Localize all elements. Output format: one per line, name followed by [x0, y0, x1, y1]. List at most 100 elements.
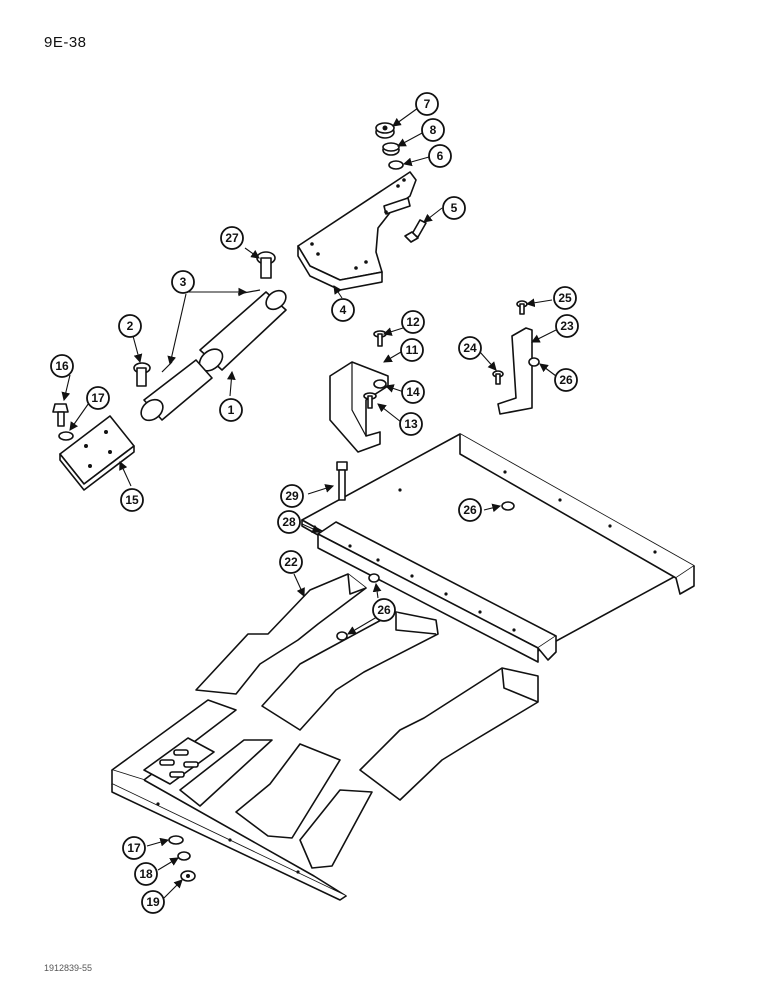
nut-part: [180, 870, 196, 882]
callout-circle: [141, 890, 165, 914]
mounting-plate-part: [59, 415, 135, 491]
nut-part: [528, 357, 540, 367]
callout-number: 26: [559, 373, 573, 387]
nut-part: [375, 122, 395, 139]
angle-bar-part: [317, 521, 557, 663]
callout-1: 1: [219, 398, 243, 422]
callout-number: 26: [377, 603, 391, 617]
callout-number: 6: [437, 149, 444, 163]
leader-lines: [61, 107, 557, 899]
nut-part: [336, 631, 348, 641]
callout-6: 6: [428, 144, 452, 168]
callout-number: 1: [228, 403, 235, 417]
callout-number: 15: [125, 493, 139, 507]
callout-2: 2: [118, 314, 142, 338]
callout-5: 5: [442, 196, 466, 220]
washer-part: [58, 431, 74, 441]
callout-4: 4: [331, 298, 355, 322]
callout-circle: [86, 386, 110, 410]
callout-17: 17: [86, 386, 110, 410]
callout-11: 11: [400, 338, 424, 362]
callout-circle: [553, 286, 577, 310]
callout-19: 19: [141, 890, 165, 914]
lower-frame-rails-part: [111, 573, 539, 901]
callout-circle: [458, 498, 482, 522]
pin-part: [133, 362, 151, 387]
callout-circle: [442, 196, 466, 220]
callout-14: 14: [401, 380, 425, 404]
bolt-part: [363, 392, 377, 409]
callout-number: 7: [424, 97, 431, 111]
screw-part: [373, 330, 387, 347]
callout-number: 27: [225, 231, 239, 245]
callout-number: 13: [404, 417, 418, 431]
callout-16: 16: [50, 354, 74, 378]
callout-number: 26: [463, 503, 477, 517]
callout-number: 18: [139, 867, 153, 881]
callout-12: 12: [401, 310, 425, 334]
callout-29: 29: [280, 484, 304, 508]
callout-17: 17: [122, 836, 146, 860]
callout-22: 22: [279, 550, 303, 574]
page-reference: 9E-38: [44, 34, 87, 51]
callout-circle: [277, 510, 301, 534]
support-bracket-part: [497, 327, 533, 415]
callout-circle: [122, 836, 146, 860]
callout-circle: [50, 354, 74, 378]
callout-number: 14: [406, 385, 420, 399]
callout-number: 25: [558, 291, 572, 305]
callout-number: 19: [146, 895, 160, 909]
callout-circle: [171, 270, 195, 294]
callout-circle: [415, 92, 439, 116]
callout-number: 11: [406, 343, 419, 357]
callout-number: 28: [282, 515, 296, 529]
callout-circle: [220, 226, 244, 250]
screw-part: [516, 300, 528, 315]
callout-circle: [400, 338, 424, 362]
callout-circle: [280, 484, 304, 508]
callout-number: 3: [180, 275, 187, 289]
callout-circle: [120, 488, 144, 512]
callout-circle: [134, 862, 158, 886]
callout-number: 8: [430, 123, 437, 137]
callout-23: 23: [555, 314, 579, 338]
bolt-part: [404, 219, 427, 243]
callout-18: 18: [134, 862, 158, 886]
callout-number: 12: [406, 315, 420, 329]
callout-26: 26: [458, 498, 482, 522]
callout-number: 2: [127, 319, 134, 333]
callout-13: 13: [399, 412, 423, 436]
mount-plate-part: [297, 171, 417, 291]
callout-25: 25: [553, 286, 577, 310]
callout-7: 7: [415, 92, 439, 116]
callout-circle: [399, 412, 423, 436]
callout-circle: [279, 550, 303, 574]
callout-number: 22: [284, 555, 298, 569]
callout-3: 3: [171, 270, 195, 294]
callout-26: 26: [554, 368, 578, 392]
callout-circle: [554, 368, 578, 392]
callout-circle: [428, 144, 452, 168]
hydraulic-cylinder-part: [140, 289, 287, 422]
nut-part: [373, 379, 387, 389]
washer-part: [382, 142, 400, 156]
callout-circle: [401, 310, 425, 334]
callout-number: 17: [91, 391, 105, 405]
callout-number: 16: [55, 359, 69, 373]
nut-part: [368, 573, 380, 583]
callout-27: 27: [220, 226, 244, 250]
callout-number: 17: [127, 841, 141, 855]
washer-part: [168, 835, 184, 845]
pin-part: [256, 251, 276, 279]
screw-part: [492, 370, 504, 385]
callout-number: 24: [463, 341, 477, 355]
drawing-id: 1912839-55: [44, 963, 93, 973]
callout-circle: [372, 598, 396, 622]
callout-15: 15: [120, 488, 144, 512]
callout-24: 24: [458, 336, 482, 360]
callout-circle: [555, 314, 579, 338]
callouts: 7 86 5 27 4 3 2 12 11 25 23 24 26 1 16 17 14 13 15 29 26 28 22…: [50, 92, 579, 914]
callout-circle: [118, 314, 142, 338]
callout-circle: [421, 118, 445, 142]
